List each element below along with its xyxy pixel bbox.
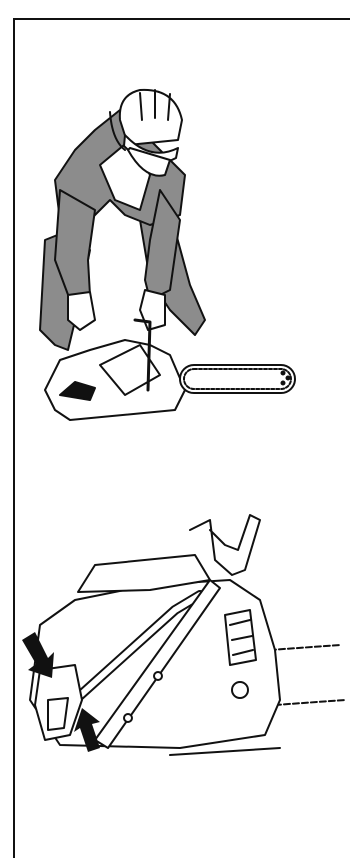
saw-chain-lower (275, 700, 345, 705)
saw-chain-upper (270, 645, 340, 650)
